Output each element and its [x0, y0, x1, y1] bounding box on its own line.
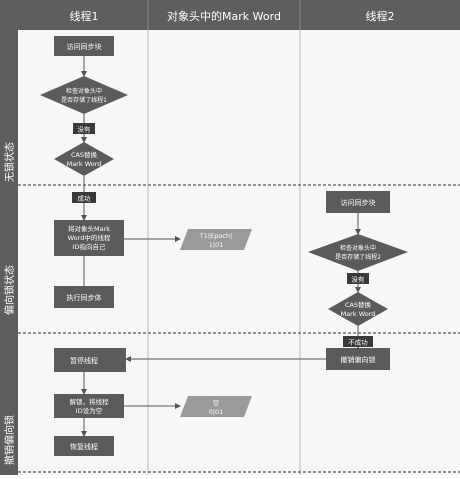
- t2-no-label: 没有: [347, 273, 369, 284]
- svg-text:CAS替换: CAS替换: [71, 150, 98, 159]
- t1-unlock-node: 解锁，将线程 ID设为空: [54, 394, 124, 418]
- svg-text:不成功: 不成功: [348, 338, 368, 347]
- column-header-markword: 对象头中的Mark Word: [167, 9, 281, 23]
- row-band: [0, 30, 18, 475]
- t1-access-sync-node: 访问同步块: [54, 36, 114, 56]
- svg-text:执行同步体: 执行同步体: [67, 293, 102, 302]
- markword-empty-state: 空 0|01: [180, 396, 252, 417]
- row-label-lock-free: 无锁状态: [3, 142, 16, 182]
- svg-text:没有: 没有: [352, 275, 366, 284]
- svg-text:Mark Word: Mark Word: [67, 160, 102, 168]
- t1-execute-sync-node: 执行同步体: [54, 286, 114, 308]
- svg-text:是否存储了线程2: 是否存储了线程2: [335, 253, 381, 261]
- t1-resume-thread-node: 恢复线程: [54, 436, 114, 456]
- t2-access-sync-node: 访问同步块: [326, 191, 390, 213]
- t1-no-label: 没有: [73, 123, 95, 134]
- t1-success-label: 成功: [72, 192, 96, 203]
- column-header-thread2: 线程2: [366, 9, 395, 23]
- t1-check-decision: 检查对象头中 是否存储了线程1: [40, 76, 128, 114]
- t1-pause-thread-node: 暂停线程: [54, 348, 126, 372]
- header-bar: [0, 0, 460, 30]
- svg-text:ID设为空: ID设为空: [76, 406, 103, 415]
- svg-text:将对象头Mark: 将对象头Mark: [68, 224, 110, 233]
- svg-text:没有: 没有: [78, 125, 92, 134]
- svg-text:CAS替换: CAS替换: [345, 300, 372, 309]
- t2-revoke-bias-node: 撤销偏向锁: [326, 348, 390, 370]
- markword-biased-state: T1|Epoch| 1|01: [180, 229, 252, 250]
- svg-text:撤销偏向锁: 撤销偏向锁: [341, 355, 376, 364]
- row-label-revoke: 撤销偏向锁: [3, 415, 16, 465]
- svg-text:T1|Epoch|: T1|Epoch|: [199, 232, 232, 240]
- svg-text:恢复线程: 恢复线程: [70, 442, 98, 451]
- t1-point-to-self-node: 将对象头Mark Word中的线程 ID指向自己: [54, 220, 124, 256]
- svg-text:检查对象头中: 检查对象头中: [66, 87, 102, 95]
- svg-text:Word中的线程: Word中的线程: [68, 233, 111, 242]
- svg-text:访问同步块: 访问同步块: [67, 42, 102, 51]
- svg-text:1|01: 1|01: [209, 241, 224, 249]
- column-header-thread1: 线程1: [70, 9, 99, 23]
- t2-cas-decision: CAS替换 Mark Word: [328, 292, 388, 326]
- svg-text:成功: 成功: [78, 194, 92, 203]
- svg-text:空: 空: [213, 398, 220, 407]
- svg-text:解锁，将线程: 解锁，将线程: [70, 397, 110, 406]
- svg-text:检查对象头中: 检查对象头中: [340, 244, 376, 252]
- svg-text:暂停线程: 暂停线程: [70, 356, 98, 365]
- t2-check-decision: 检查对象头中 是否存储了线程2: [308, 234, 408, 271]
- t1-cas-decision: CAS替换 Mark Word: [54, 142, 114, 176]
- t2-fail-label: 不成功: [343, 336, 373, 347]
- row-label-biased: 偏向锁状态: [3, 265, 16, 315]
- svg-text:是否存储了线程1: 是否存储了线程1: [61, 96, 107, 104]
- svg-text:Mark Word: Mark Word: [341, 310, 376, 318]
- svg-text:访问同步块: 访问同步块: [341, 198, 376, 207]
- svg-text:0|01: 0|01: [209, 408, 224, 416]
- svg-text:ID指向自己: ID指向自己: [73, 242, 106, 251]
